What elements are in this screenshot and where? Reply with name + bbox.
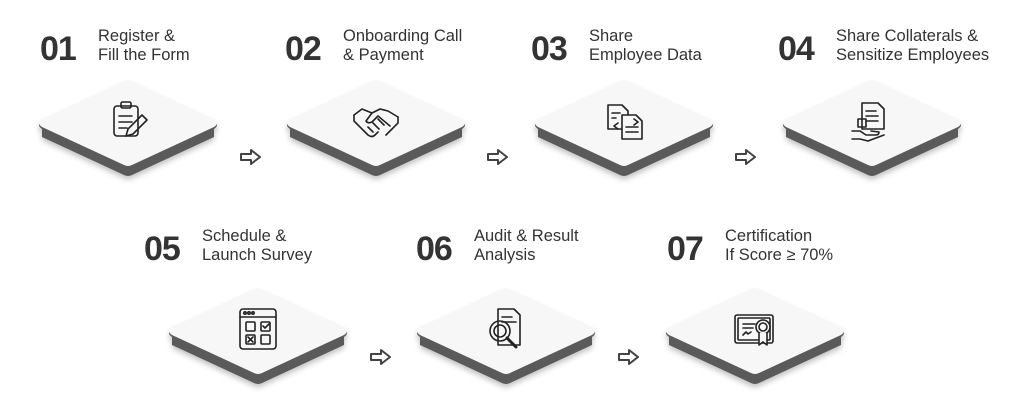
step-tile — [287, 80, 465, 176]
document-magnifier-icon — [489, 308, 521, 349]
step-number: 06 — [416, 230, 453, 268]
step-title-line1: Register & — [98, 27, 176, 45]
step-number: 05 — [144, 230, 181, 268]
file-exchange-icon — [607, 104, 643, 140]
step-title-line1: Share — [589, 27, 634, 45]
handshake-icon — [353, 108, 399, 138]
step-tile — [666, 288, 844, 384]
step-title: Schedule & Launch Survey — [202, 227, 312, 265]
step-title-line2: & Payment — [343, 46, 424, 64]
arrow-right-icon — [486, 148, 510, 171]
step-tile — [783, 80, 961, 176]
tile-top — [666, 288, 844, 374]
document-hand-icon — [851, 102, 885, 142]
arrow-right-icon — [734, 148, 758, 171]
step-title-line2: Launch Survey — [202, 246, 313, 264]
step-title: Share Employee Data — [589, 27, 702, 65]
step-number: 01 — [40, 30, 77, 68]
tile-top — [287, 80, 465, 166]
tile-top — [169, 288, 347, 374]
certificate-icon — [734, 314, 774, 346]
step-title: Register & Fill the Form — [98, 27, 190, 65]
arrow-right-icon — [239, 148, 263, 171]
tile-top — [783, 80, 961, 166]
step-title: Audit & Result Analysis — [474, 227, 579, 265]
step-title-line2: Analysis — [474, 246, 536, 264]
step-number: 03 — [531, 30, 568, 68]
step-title: Share Collaterals & Sensitize Employees — [836, 27, 989, 65]
arrow-right-icon — [617, 348, 641, 371]
survey-window-icon — [239, 308, 277, 350]
step-title-line1: Schedule & — [202, 227, 287, 245]
step-tile — [417, 288, 595, 384]
step-tile — [39, 80, 217, 176]
step-title-line1: Share Collaterals & — [836, 27, 979, 45]
step-title-line2: Fill the Form — [98, 46, 190, 64]
step-title-line2: Employee Data — [589, 46, 702, 64]
step-title-line2: Sensitize Employees — [836, 46, 990, 64]
tile-top — [39, 80, 217, 166]
step-number: 04 — [778, 30, 815, 68]
step-tile — [535, 80, 713, 176]
step-number: 07 — [667, 230, 704, 268]
step-title-line2: If Score ≥ 70% — [725, 246, 834, 264]
step-title-line1: Audit & Result — [474, 227, 579, 245]
step-title-line1: Certification — [725, 227, 813, 245]
step-number: 02 — [285, 30, 322, 68]
clipboard-pen-icon — [113, 101, 148, 137]
arrow-right-icon — [369, 348, 393, 371]
step-tile — [169, 288, 347, 384]
step-title-line1: Onboarding Call — [343, 27, 463, 45]
step-title: Certification If Score ≥ 70% — [725, 227, 833, 265]
step-title: Onboarding Call & Payment — [343, 27, 462, 65]
